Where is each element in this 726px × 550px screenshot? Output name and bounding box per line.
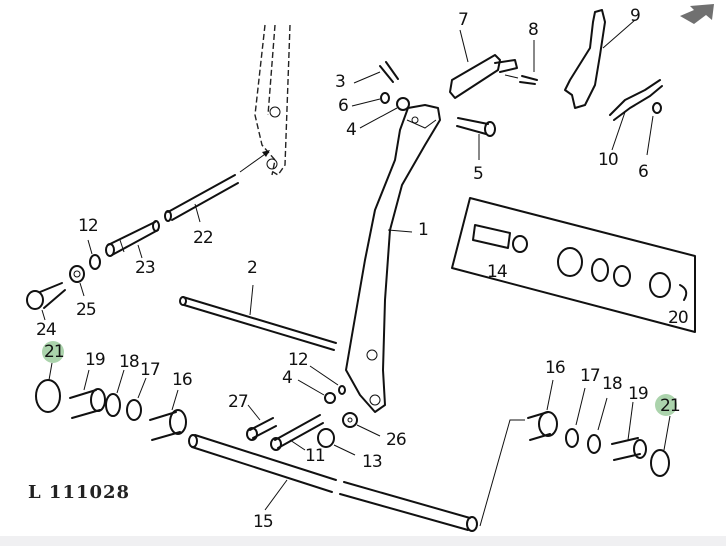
- callout-6-right: 6: [638, 162, 649, 182]
- inset-box-part-14: [451, 197, 696, 333]
- callout-6-top: 6: [338, 96, 349, 116]
- part-16-left: [169, 409, 187, 435]
- callout-9: 9: [630, 6, 641, 26]
- callout-20: 20: [668, 308, 689, 328]
- bottom-strip: [0, 536, 726, 546]
- callout-16-left: 16: [172, 370, 193, 390]
- callout-27: 27: [228, 392, 249, 412]
- part-4b-nut: [297, 379, 336, 404]
- callout-18-left: 18: [119, 352, 140, 372]
- part-18-right: [587, 434, 601, 454]
- callout-17-right: 17: [580, 366, 601, 386]
- callout-10: 10: [598, 150, 619, 170]
- part-9-arm: [564, 9, 636, 109]
- part-18-left: [105, 393, 121, 417]
- part-26-washer: [342, 412, 381, 437]
- part-7-crank: [449, 29, 518, 99]
- callout-19-left: 19: [85, 350, 106, 370]
- callout-22: 22: [193, 228, 214, 248]
- callout-21-right: 21: [660, 396, 681, 416]
- part-21-left-ring: [35, 379, 61, 413]
- callout-21-left-highlight: [42, 341, 64, 363]
- arrow-up-right-icon[interactable]: [680, 2, 714, 24]
- reference-frame-outline: [239, 24, 291, 176]
- callout-24: 24: [36, 320, 57, 340]
- part-17-right: [565, 428, 579, 448]
- part-19-right: [633, 439, 647, 459]
- part-21-right-ring: [650, 449, 670, 477]
- callout-7: 7: [458, 10, 469, 30]
- callout-3: 3: [335, 72, 346, 92]
- callout-25: 25: [76, 300, 97, 320]
- part-23-pin: [105, 220, 160, 259]
- part-6-clip: [351, 92, 390, 107]
- part-1-lever: [345, 104, 441, 413]
- part-27-bolt: [246, 404, 277, 441]
- part-2-rod: [179, 284, 337, 351]
- callout-21-right-highlight: [655, 394, 677, 416]
- callout-18-right: 18: [602, 374, 623, 394]
- callout-4-center: 4: [282, 368, 293, 388]
- part-19-left: [90, 388, 106, 412]
- part-16-right: [538, 411, 558, 437]
- reference-code: L 111028: [28, 482, 131, 503]
- callout-1: 1: [418, 220, 429, 240]
- part-8-pin: [504, 40, 538, 85]
- part-24-bolt: [26, 282, 66, 321]
- part-10-spring: [609, 79, 663, 151]
- right-bushing-stack: [527, 379, 671, 477]
- callout-26: 26: [386, 430, 407, 450]
- part-17-left: [126, 399, 142, 421]
- callout-5: 5: [473, 164, 484, 184]
- part-12-washer: [87, 239, 101, 270]
- callout-8: 8: [528, 20, 539, 40]
- callout-13: 13: [362, 452, 383, 472]
- part-3-spring: [353, 61, 399, 84]
- callout-14: 14: [487, 262, 508, 282]
- part-22-pin: [164, 174, 239, 223]
- callout-19-right: 19: [628, 384, 649, 404]
- callout-21-left: 21: [44, 342, 65, 362]
- part-12b-washer: [309, 365, 346, 395]
- left-bushing-stack: [35, 362, 187, 441]
- callout-12-left: 12: [78, 216, 99, 236]
- part-13-knob: [317, 428, 356, 456]
- part-11-bolt: [270, 414, 324, 451]
- callout-12-center: 12: [288, 350, 309, 370]
- callout-4-top: 4: [346, 120, 357, 140]
- part-15-shaft: [188, 419, 525, 532]
- callout-17-left: 17: [140, 360, 161, 380]
- callout-2: 2: [247, 258, 258, 278]
- part-4-nut: [359, 97, 410, 129]
- part-5-pin: [456, 117, 496, 160]
- callout-16-right: 16: [545, 358, 566, 378]
- callout-15: 15: [253, 512, 274, 532]
- part-6-right-clip: [646, 102, 662, 156]
- part-25-nut: [69, 265, 85, 297]
- callout-11: 11: [305, 446, 326, 466]
- callout-23: 23: [135, 258, 156, 278]
